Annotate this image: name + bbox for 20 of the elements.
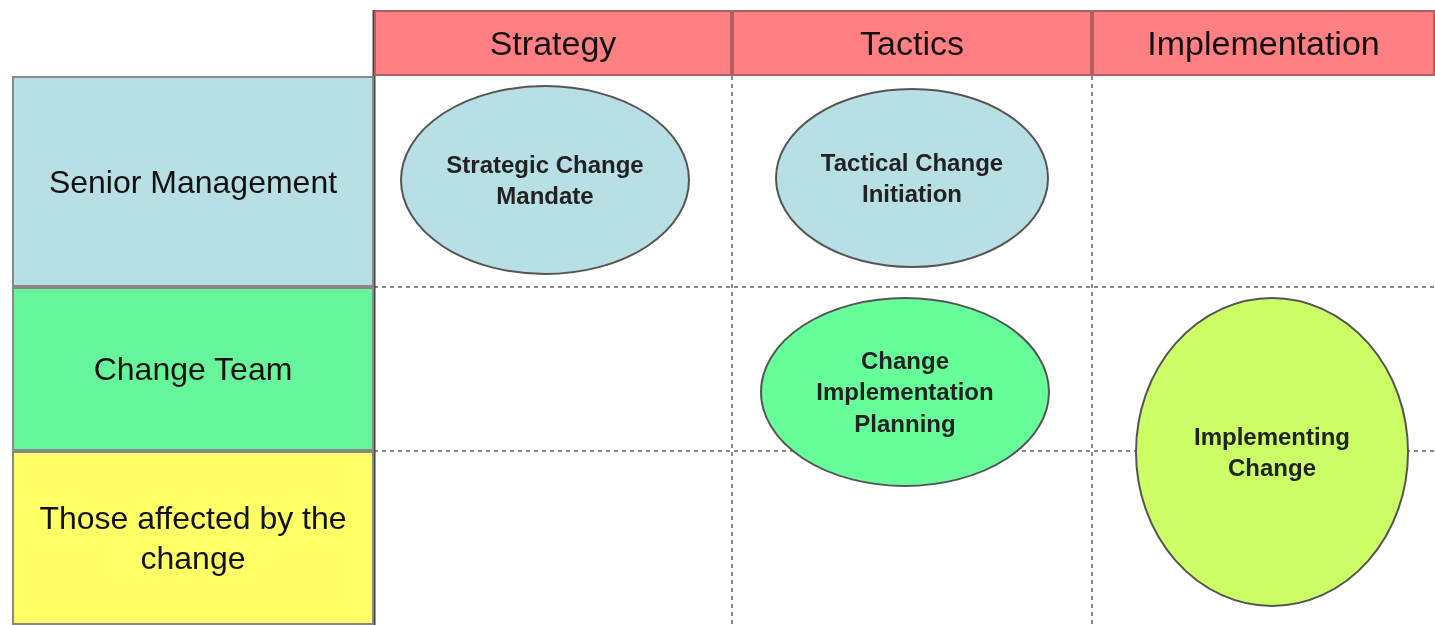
node-label: Strategic Change Mandate (445, 149, 645, 211)
node-label: Implementing Change (1193, 421, 1351, 483)
ellipse-node (400, 85, 690, 275)
row-header (12, 451, 374, 625)
ellipse-node (760, 297, 1050, 487)
row-header (12, 287, 374, 451)
ellipse-node (1135, 297, 1409, 607)
ellipse-node (775, 88, 1049, 268)
column-header (374, 10, 732, 76)
column-header (732, 10, 1092, 76)
header-label: Tactics (860, 23, 964, 63)
node-label: Tactical Change Initiation (819, 147, 1005, 209)
row-label: Change Team (93, 350, 293, 389)
column-header (1092, 10, 1435, 76)
node-label: Change Implementation Planning (815, 346, 995, 439)
header-label: Strategy (489, 23, 617, 63)
row-label: Those affected by the change (38, 499, 348, 578)
row-label: Senior Management (48, 162, 338, 202)
row-header (12, 76, 374, 287)
header-label: Implementation (1147, 23, 1380, 63)
